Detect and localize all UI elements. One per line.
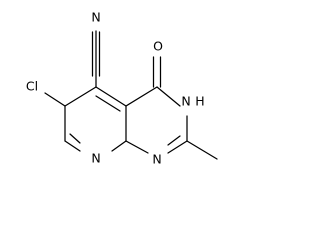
bond-c5-c6	[64, 86, 97, 107]
bond-c10-c5	[95, 86, 127, 107]
molecule-drawing: N O Cl N H N N	[26, 10, 218, 167]
bond-c7-n8-double	[69, 133, 81, 144]
bond-c10-c4	[125, 86, 158, 107]
bond-methyl	[186, 140, 218, 160]
bond-c2-n1	[167, 140, 188, 154]
bond-c4-n3	[156, 86, 181, 107]
atom-nh-hydrogen: H	[195, 94, 204, 109]
bond-n8-c9	[111, 140, 127, 152]
atom-chlorine: Cl	[26, 79, 38, 94]
bond-c2-n1-double	[167, 135, 181, 146]
bond-c7-n8	[64, 140, 81, 152]
bond-n1-c9	[125, 140, 149, 154]
atom-pyridine-nitrogen: N	[91, 151, 100, 166]
bond-chloro	[44, 92, 66, 107]
atom-nh-nitrogen: N	[181, 94, 190, 109]
chemical-structure-canvas: N O Cl N H N N	[25, 9, 218, 167]
atom-lower-nitrogen: N	[152, 152, 161, 167]
bond-c10-c5-inner	[95, 95, 121, 112]
atom-nitrile-nitrogen: N	[91, 10, 100, 25]
atom-oxygen: O	[153, 39, 163, 54]
